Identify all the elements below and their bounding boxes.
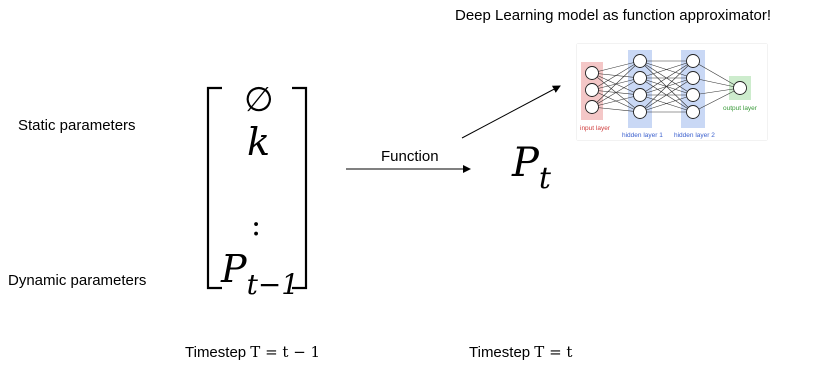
network-node: [687, 55, 700, 68]
vector-entry-p-subscript: t−1: [247, 268, 300, 301]
timestep-left-prefix: Timestep: [185, 344, 250, 361]
network-node: [687, 89, 700, 102]
network-node: [634, 55, 647, 68]
output-subscript: t: [539, 161, 551, 196]
timestep-right: Timestep T = t: [469, 343, 572, 361]
network-node: [734, 82, 747, 95]
network-node: [586, 84, 599, 97]
output-symbol: P: [512, 140, 539, 186]
input-layer-label: input layer: [580, 125, 611, 132]
vector-entry-phi: ∅: [244, 80, 274, 120]
network-node: [687, 106, 700, 119]
network-node: [687, 72, 700, 85]
vector-entry-p-symbol: P: [221, 247, 247, 291]
neural-network-svg: input layer hidden layer 1 hidden layer …: [577, 44, 767, 140]
approximator-arrow: [462, 86, 560, 138]
network-node: [634, 72, 647, 85]
output-layer-label: output layer: [723, 105, 758, 112]
network-node: [586, 101, 599, 114]
hidden-layer-1-label: hidden layer 1: [622, 132, 663, 139]
hidden-layer-2-label: hidden layer 2: [674, 132, 715, 139]
timestep-right-prefix: Timestep: [469, 344, 534, 361]
vector-entry-p-prev: Pt−1: [221, 247, 299, 291]
timestep-left: Timestep T = t − 1: [185, 343, 320, 361]
network-connections: [592, 61, 740, 112]
timestep-left-math: T = t − 1: [250, 343, 320, 361]
vector-entry-k: k: [247, 120, 270, 164]
network-node: [634, 89, 647, 102]
function-label: Function: [381, 148, 439, 165]
timestep-right-math: T = t: [534, 343, 572, 361]
output-pt: Pt: [512, 140, 551, 186]
left-bracket: [208, 88, 222, 288]
neural-network-diagram: input layer hidden layer 1 hidden layer …: [577, 44, 767, 140]
network-node: [586, 67, 599, 80]
network-node: [634, 106, 647, 119]
vector-entry-ellipsis: :: [251, 208, 261, 243]
